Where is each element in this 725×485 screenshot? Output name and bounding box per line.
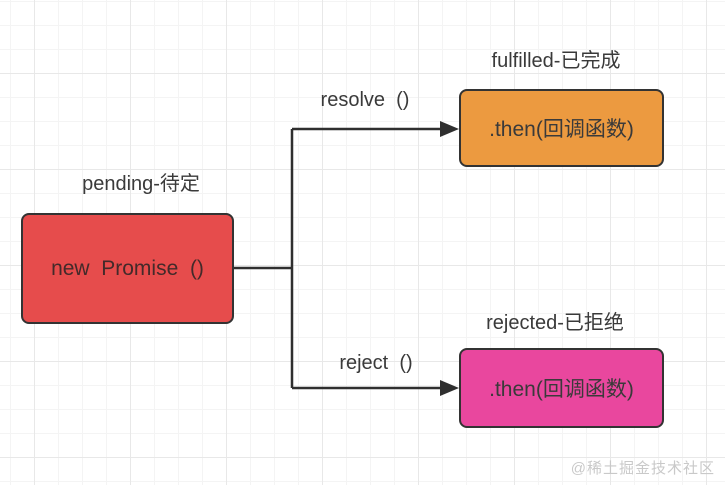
pending-state-label: pending-待定 — [82, 173, 200, 195]
reject-arrowhead-icon — [440, 380, 459, 396]
rejected-state-label: rejected-已拒绝 — [486, 312, 624, 334]
fulfilled-state-label: fulfilled-已完成 — [491, 50, 621, 72]
resolve-arrowhead-icon — [440, 121, 459, 137]
reject-edge-label: reject () — [339, 352, 413, 374]
resolve-edge-label: resolve () — [320, 89, 410, 111]
pending-node-text: new Promise () — [51, 256, 204, 280]
rejected-node-text: .then(回调函数) — [489, 378, 634, 401]
watermark: @稀土掘金技术社区 — [570, 460, 715, 477]
fulfilled-node: .then(回调函数) — [459, 89, 664, 167]
fulfilled-node-text: .then(回调函数) — [489, 118, 634, 141]
pending-node: new Promise () — [21, 213, 234, 324]
rejected-node: .then(回调函数) — [459, 348, 664, 428]
